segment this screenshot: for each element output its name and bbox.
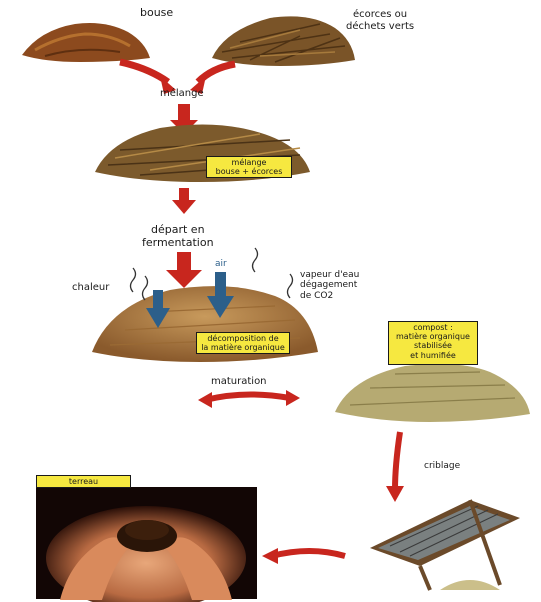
box-decomposition: décomposition de la matière organique [196, 332, 290, 354]
manure-heap [22, 23, 150, 62]
down-arrow-2 [172, 188, 196, 214]
label-maturation: maturation [211, 376, 267, 388]
label-air: air [215, 259, 227, 269]
sieve [370, 500, 520, 590]
label-vapeur: vapeur d'eau dégagement de CO2 [300, 270, 359, 301]
label-melange: mélange [160, 88, 204, 100]
label-ecorces: écorces ou déchets verts [346, 9, 414, 32]
label-criblage: criblage [424, 461, 460, 471]
label-chaleur: chaleur [72, 282, 109, 294]
maturation-arrow [198, 390, 300, 408]
label-depart: départ en fermentation [142, 224, 214, 249]
down-arrow-4 [386, 432, 404, 502]
left-arrow [262, 548, 345, 564]
box-melange: mélange bouse + écorces [206, 156, 292, 178]
hands-photo [36, 487, 257, 602]
compost-heap [335, 364, 530, 422]
box-terreau: terreau [36, 475, 131, 488]
label-bouse: bouse [140, 7, 173, 20]
bark-heap [212, 16, 355, 66]
box-compost: compost : matière organique stabilisée e… [388, 321, 478, 365]
down-arrow-3 [166, 252, 202, 288]
